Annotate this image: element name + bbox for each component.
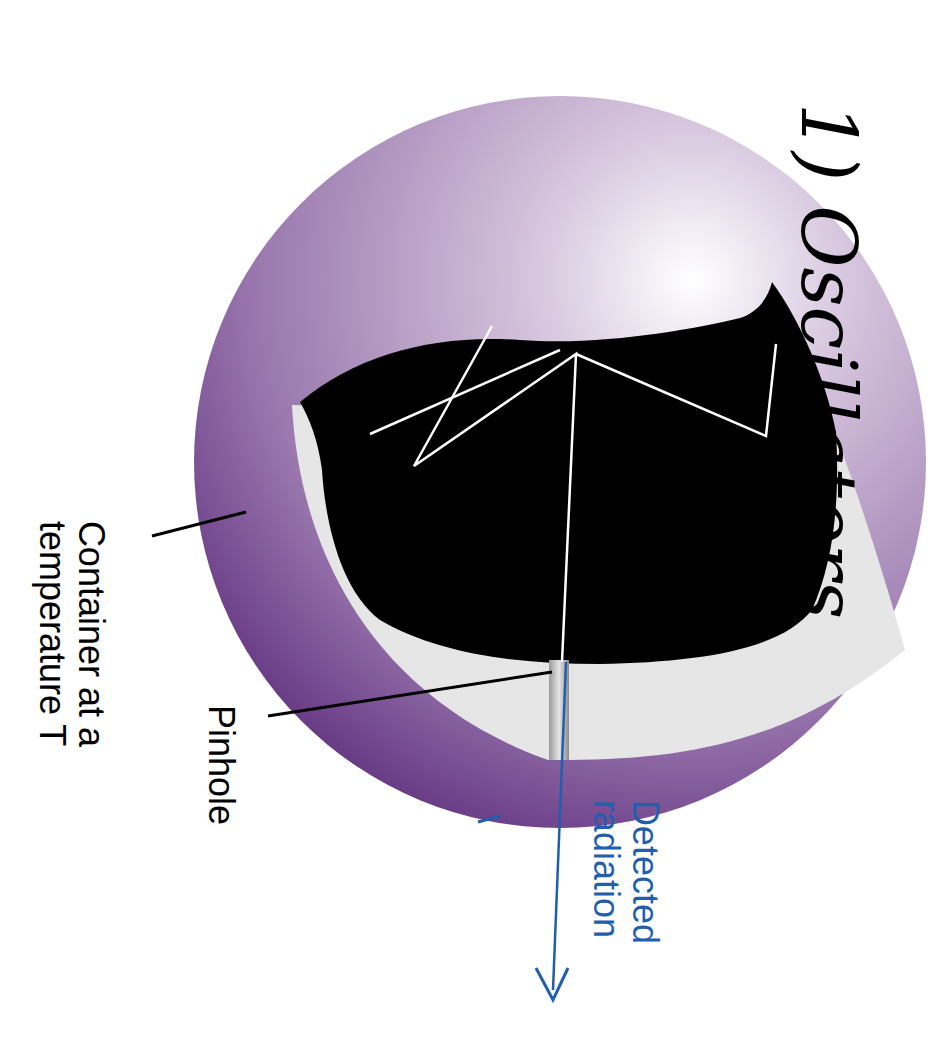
part-label: Container at a temperature T — [32, 521, 110, 791]
light-rays — [370, 326, 776, 662]
radiation-arrow — [553, 662, 566, 990]
leader-line — [268, 672, 552, 716]
leader-line — [152, 512, 246, 536]
handwritten-heading: 1) Oscillators — [787, 103, 869, 621]
leader-line — [478, 816, 500, 822]
radiation-label: Detected radiation — [586, 800, 664, 990]
part-label: Pinhole — [201, 704, 240, 827]
ray — [414, 326, 576, 662]
cavity-interior — [300, 282, 837, 664]
ray — [576, 344, 776, 436]
arrow-head — [536, 968, 568, 1000]
container-sphere — [194, 96, 926, 828]
ray — [370, 350, 560, 434]
